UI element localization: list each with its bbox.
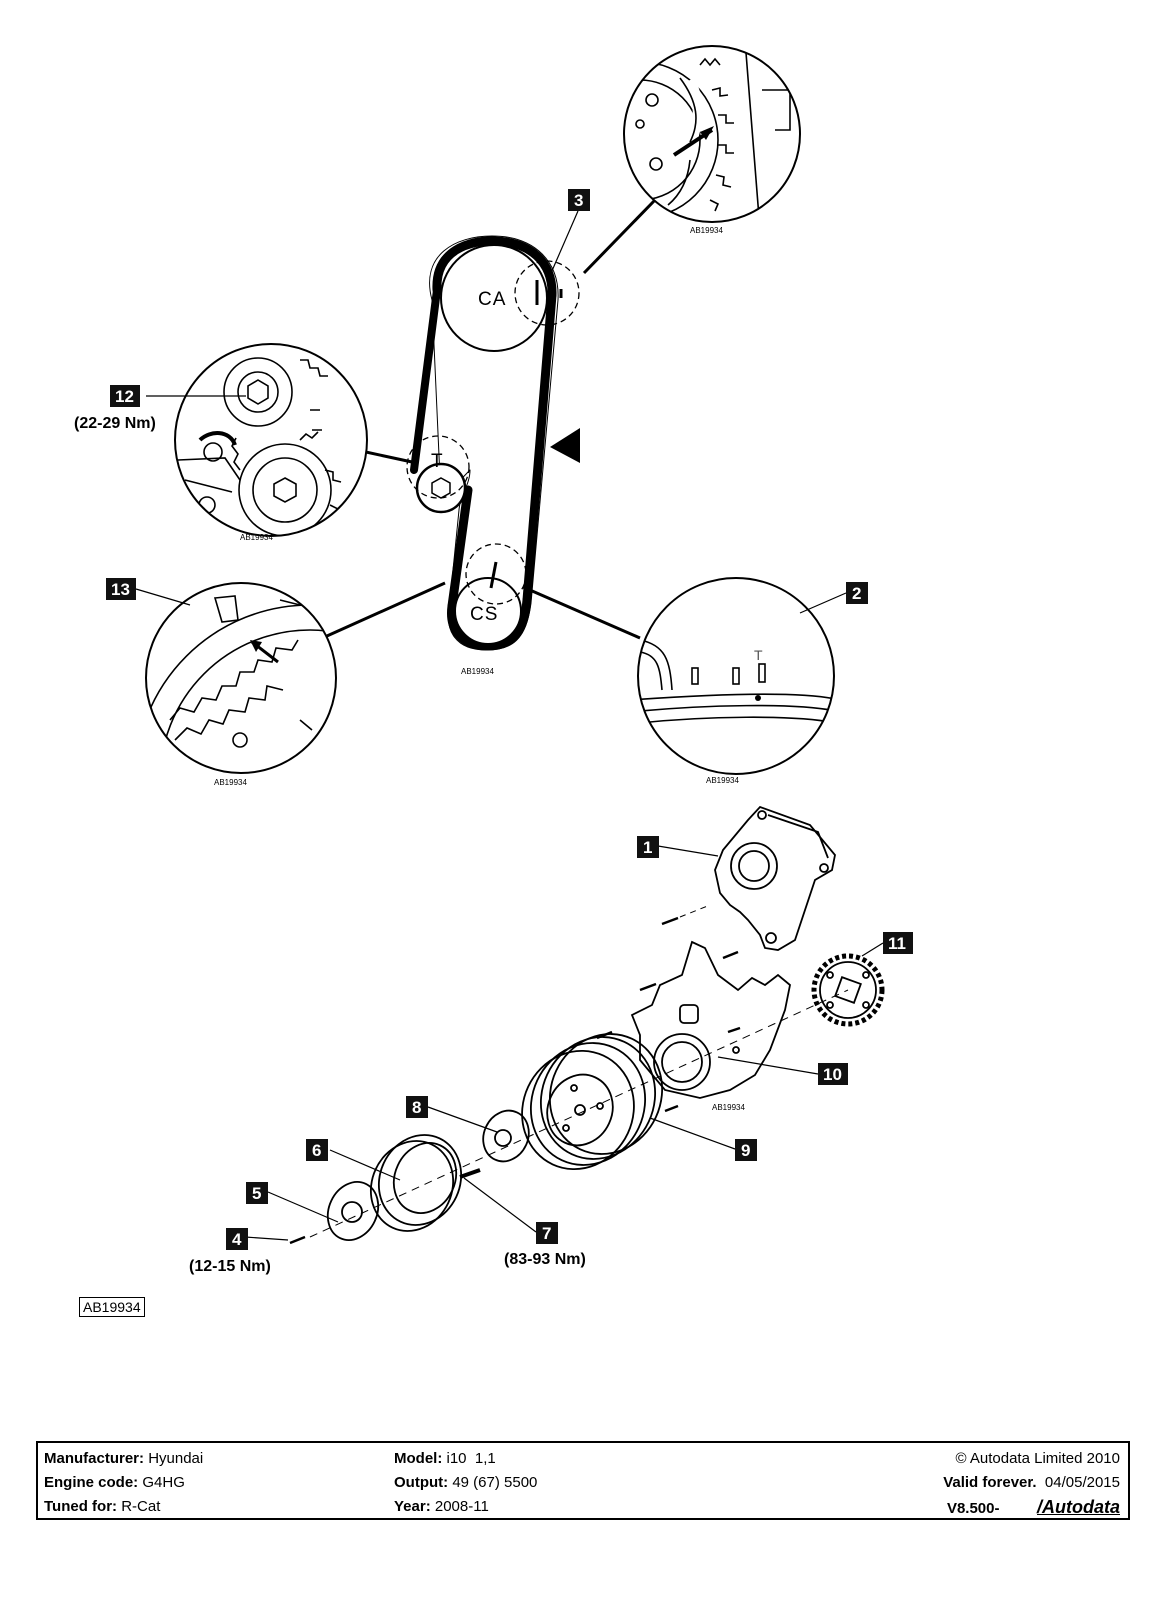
svg-text:3: 3 (574, 191, 583, 210)
bolts (289, 916, 741, 1245)
marks-detail-ref-code: AB19934 (706, 776, 739, 785)
manufacturer-label: Manufacturer: (44, 1450, 145, 1467)
cam-align-arrow-icon (700, 126, 714, 140)
version-text: V8.500- (946, 1500, 1000, 1517)
diagram-ref-code: AB19934 (79, 1297, 145, 1317)
camshaft-pulley-label: CA (478, 289, 506, 310)
crankshaft-pulley-label: CS (470, 604, 498, 625)
copyright-text: © Autodata Limited 2010 (955, 1450, 1120, 1467)
callout-leaders (135, 210, 884, 1241)
lower-timing-cover (630, 940, 791, 1099)
svg-text:5: 5 (252, 1184, 261, 1203)
svg-text:8: 8 (412, 1098, 421, 1117)
tuned-for-value: R-Cat (121, 1498, 161, 1515)
engine-code-label: Engine code: (44, 1474, 139, 1491)
cam-detail-ref-code: AB19934 (690, 226, 723, 235)
crank-t-mark: T (754, 647, 764, 663)
tuned-for-label: Tuned for: (44, 1498, 118, 1515)
callout-7: 7 (536, 1222, 558, 1244)
torque-item-7: (83-93 Nm) (504, 1251, 586, 1268)
output-label: Output: (394, 1474, 449, 1491)
crankshaft-sprocket (811, 953, 885, 1027)
svg-text:11: 11 (888, 934, 906, 953)
manufacturer-value: Hyundai (148, 1450, 204, 1467)
upper-timing-cover (714, 805, 836, 951)
pulley-plate (326, 1181, 380, 1241)
tensioner-pulley: T (406, 435, 470, 514)
autodata-logo: /Autodata (1037, 1497, 1120, 1517)
svg-text:12: 12 (115, 387, 134, 406)
callout-10: 10 (818, 1063, 848, 1085)
model-label: Model: (394, 1450, 443, 1467)
detail-crank-marks: T AB19934 (522, 577, 835, 785)
callout-1: 1 (637, 836, 659, 858)
callout-8: 8 (406, 1096, 428, 1118)
svg-text:10: 10 (823, 1065, 842, 1084)
model-value: i10 1,1 (446, 1450, 496, 1467)
damper-pulley (369, 1134, 463, 1232)
tensioner-detail-ref-code: AB19934 (240, 533, 273, 542)
rotation-arrow-icon (550, 428, 580, 463)
callout-12: 12 (110, 385, 140, 407)
tensioner-pulley-label: T (431, 451, 444, 472)
engine-code-value: G4HG (142, 1474, 185, 1491)
cam-mark-detail-circle (514, 260, 580, 326)
valid-label: Valid forever. (943, 1474, 1037, 1491)
detail-tensioner: AB19934 (174, 343, 413, 542)
callout-13: 13 (106, 578, 136, 600)
pulley-hub-washer (482, 1109, 530, 1163)
svg-text:6: 6 (312, 1141, 321, 1160)
crankshaft-pulley: CS AB19934 (454, 543, 527, 676)
crankshaft-pulley-part (521, 1033, 664, 1171)
svg-text:2: 2 (852, 584, 861, 603)
svg-text:9: 9 (741, 1141, 750, 1160)
torque-item-12: (22-29 Nm) (74, 415, 156, 432)
svg-text:1: 1 (643, 838, 652, 857)
callout-2: 2 (846, 582, 868, 604)
callout-5: 5 (246, 1182, 268, 1204)
year-value: 2008-11 (434, 1498, 489, 1515)
exploded-ref-code: AB19934 (712, 1103, 745, 1112)
crank-detail-ref-code: AB19934 (214, 778, 247, 787)
timing-belt-diagram: CA T CS AB19934 (74, 45, 913, 1275)
belt-ref-code: AB19934 (461, 667, 494, 676)
svg-text:7: 7 (542, 1224, 551, 1243)
torque-item-4: (12-15 Nm) (189, 1258, 271, 1275)
footer-info-table: Manufacturer: Hyundai Engine code: G4HG … (36, 1441, 1130, 1520)
callout-3: 3 (568, 189, 590, 211)
callout-4: 4 (226, 1228, 248, 1250)
crank-align-arrow-icon (250, 640, 262, 652)
output-value: 49 (67) 5500 (452, 1474, 538, 1491)
callout-9: 9 (735, 1139, 757, 1161)
crank-timing-mark (489, 561, 498, 589)
svg-text:4: 4 (232, 1230, 242, 1249)
camshaft-pulley: CA (440, 244, 580, 352)
detail-camshaft-sprocket: AB19934 (582, 45, 801, 275)
exploded-view: AB19934 (289, 805, 885, 1245)
callout-11: 11 (883, 932, 913, 954)
callout-6: 6 (306, 1139, 328, 1161)
svg-text:13: 13 (111, 580, 130, 599)
valid-date: 04/05/2015 (1044, 1474, 1120, 1491)
year-label: Year: (394, 1498, 431, 1515)
timing-belt (410, 235, 559, 651)
detail-crank-sprocket: AB19934 (145, 581, 446, 787)
